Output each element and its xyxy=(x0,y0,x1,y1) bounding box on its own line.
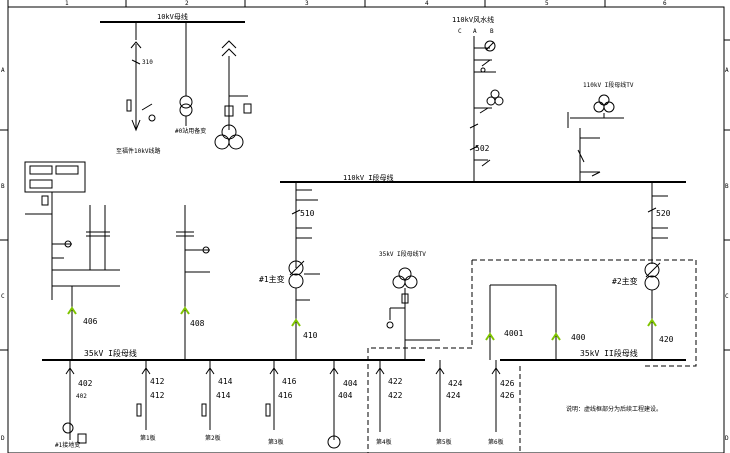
bus-35kv-i-label: 35kV I段母线 xyxy=(84,348,137,358)
breaker-414-label: 414 xyxy=(218,377,233,386)
kv35-buses: 35kV I段母线 35kV II段母线 4001 400 xyxy=(42,284,686,361)
row-label: C xyxy=(1,293,5,300)
main-transformer-2-icon xyxy=(644,262,660,278)
breaker-416-label: 416 xyxy=(282,377,297,386)
column-label: 3 xyxy=(305,0,309,7)
row-label: A xyxy=(725,67,729,74)
column-label: 1 xyxy=(65,0,69,7)
breaker-310-label: 310 xyxy=(142,59,153,66)
feeder-label: 第4板 xyxy=(376,438,392,446)
row-label: D xyxy=(725,435,729,442)
left-feeders: 406 408 xyxy=(24,161,210,360)
kv35-feeders: 402 402 #1接地变 412 412 第1板 414 414 第2板 41… xyxy=(55,360,515,449)
kv110-wind-line-section: 110kV风水线 C A B 502 110kV I段母线TV xyxy=(452,15,634,182)
breaker-404-label: 404 xyxy=(343,379,358,388)
breaker-422-label: 422 xyxy=(388,391,403,400)
feeder-label: 第2板 xyxy=(205,434,221,442)
feeder-310-caption: 至福件10kV线路 xyxy=(116,147,160,155)
transformer-1-label: #1主变 xyxy=(259,274,285,284)
breaker-424-label: 424 xyxy=(446,391,461,400)
grounding-transformer-icon xyxy=(62,422,74,434)
aux-transformer-icon xyxy=(179,95,193,109)
kv110-bus-section: 110kV I段母线 510 #1主变 410 35kV I段母线TV 5 xyxy=(259,173,686,360)
breaker-422-label: 422 xyxy=(388,377,403,386)
breaker-420-label: 420 xyxy=(659,335,674,344)
feeder-label: 第6板 xyxy=(488,438,504,446)
row-label: B xyxy=(1,183,5,190)
bus-10kv-label: 10kV母线 xyxy=(157,12,188,21)
kv10-section: 10kV母线 310 至福件10kV线路 #0站用备变 xyxy=(100,12,252,155)
feeder-label: 第3板 xyxy=(268,438,284,446)
breaker-400-label: 400 xyxy=(571,333,586,342)
column-label: 4 xyxy=(425,0,429,7)
feeder-label: 第5板 xyxy=(436,438,452,446)
breaker-414-label: 414 xyxy=(216,391,231,400)
row-label: A xyxy=(1,67,5,74)
breaker-416-label: 416 xyxy=(278,391,293,400)
pt-110-icon xyxy=(598,94,610,106)
breaker-404-label: 404 xyxy=(338,391,353,400)
row-label: C xyxy=(725,293,729,300)
row-label: B xyxy=(725,183,729,190)
main-transformer-1-icon xyxy=(288,260,304,276)
aux-transformer-label: #0站用备变 xyxy=(175,127,206,135)
phase-label: A xyxy=(473,28,477,35)
column-label: 6 xyxy=(663,0,667,7)
breaker-402-label: 402 xyxy=(78,379,93,388)
feeder-label: 第1板 xyxy=(140,434,156,442)
phase-label: B xyxy=(490,28,494,35)
breaker-510-label: 510 xyxy=(300,209,315,218)
bus-35kv-ii-label: 35kV II段母线 xyxy=(580,348,638,358)
column-label: 5 xyxy=(545,0,549,7)
future-works-boundary xyxy=(367,259,697,453)
row-label: D xyxy=(1,435,5,442)
column-label: 2 xyxy=(185,0,189,7)
feeder-label: #1接地变 xyxy=(55,441,80,449)
breaker-410-label: 410 xyxy=(303,331,318,340)
breaker-520-label: 520 xyxy=(656,209,671,218)
breaker-408-label: 408 xyxy=(190,319,205,328)
pt-35-i-icon xyxy=(398,267,412,281)
breaker-502-label: 502 xyxy=(475,144,490,153)
grounding-transformer-icon xyxy=(221,124,237,140)
line-110kv-wind-label: 110kV风水线 xyxy=(452,15,494,24)
breaker-424-label: 424 xyxy=(448,379,463,388)
phase-label: C xyxy=(458,28,462,35)
breaker-406-label: 406 xyxy=(83,317,98,326)
diagram-note: 说明：虚线框部分为后续工程建设。 xyxy=(566,405,662,413)
breaker-412-label: 412 xyxy=(150,377,165,386)
pt-110-label: 110kV I段母线TV xyxy=(583,81,634,89)
pt-35-i-label: 35kV I段母线TV xyxy=(379,250,426,258)
breaker-426-label: 426 xyxy=(500,379,515,388)
bus-110kv-i-label: 110kV I段母线 xyxy=(343,173,394,182)
station-transformer-icon xyxy=(327,435,341,449)
breaker-412-label: 412 xyxy=(150,391,165,400)
breaker-402-label: 402 xyxy=(76,393,87,400)
breaker-426-label: 426 xyxy=(500,391,515,400)
transformer-2-label: #2主变 xyxy=(612,276,638,286)
breaker-4001-label: 4001 xyxy=(504,329,523,338)
